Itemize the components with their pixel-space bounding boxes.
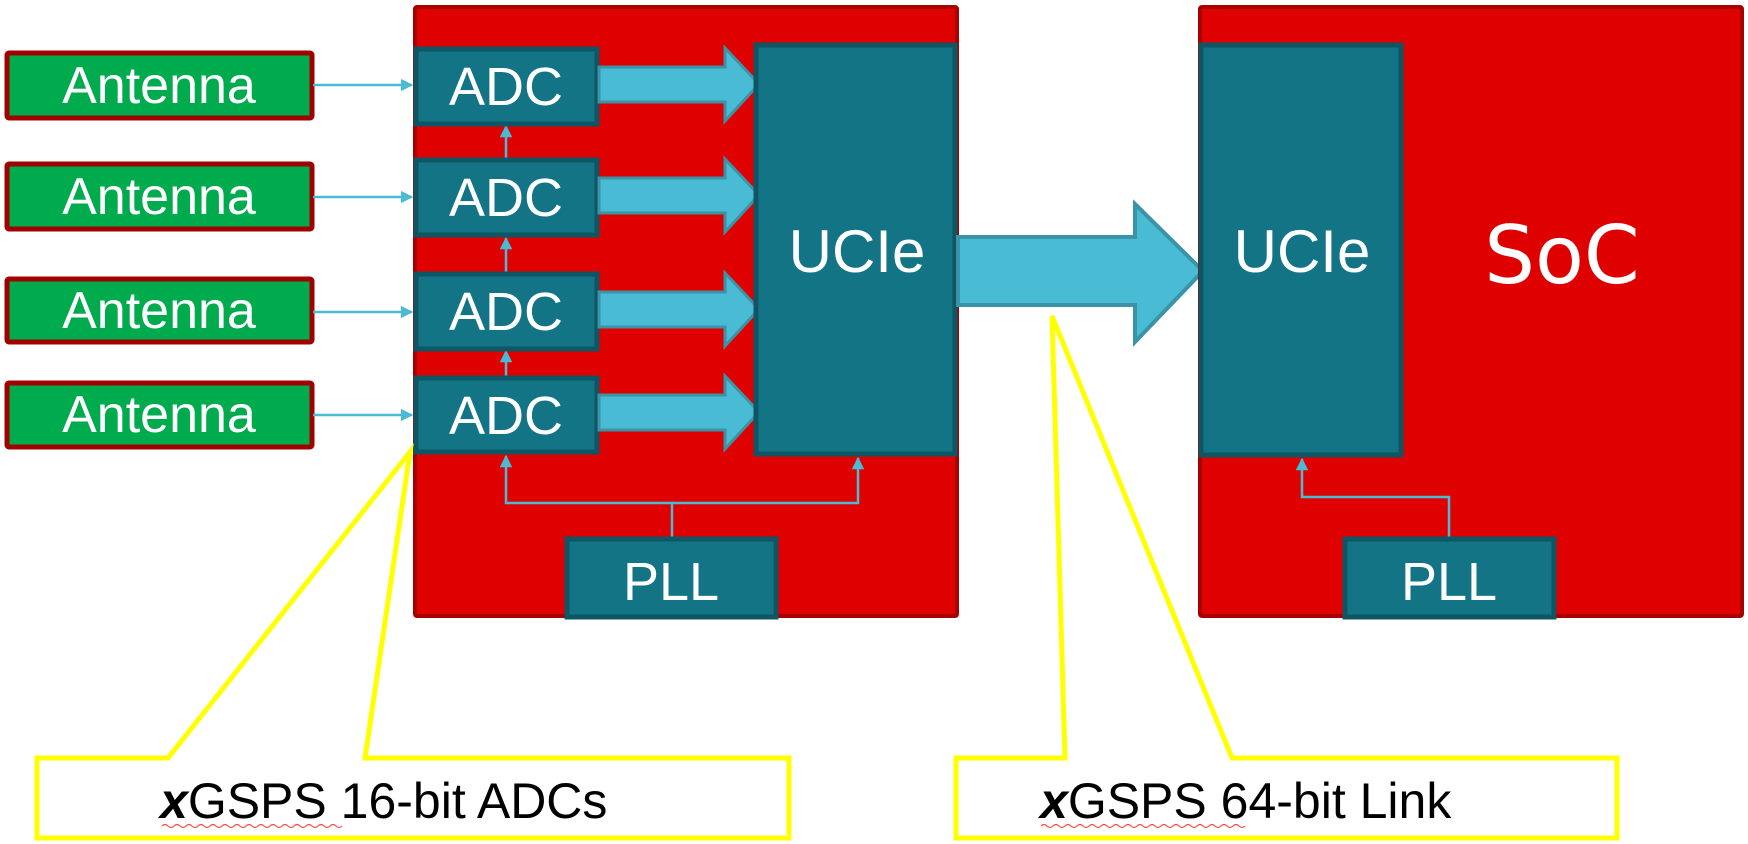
pll-clock-to-soc-ucie <box>1295 457 1451 537</box>
adc-block-4: ADC <box>413 375 600 455</box>
spellcheck-underline <box>1040 823 1246 829</box>
spellcheck-underline <box>161 823 343 829</box>
pll-label: PLL <box>1401 552 1497 612</box>
pll-clock-to-ucie <box>672 456 865 505</box>
ucie-block-adc-chip: UCIe <box>753 42 958 457</box>
data-arrow-2 <box>597 155 762 236</box>
data-arrow-3 <box>597 269 762 350</box>
antenna-label: Antenna <box>62 168 256 226</box>
adc-label: ADC <box>449 57 563 117</box>
adc-label: ADC <box>449 168 563 228</box>
data-arrow-4 <box>597 372 762 453</box>
callout-link-spec: xGSPS 64-bit Link <box>953 315 1620 841</box>
antenna-label: Antenna <box>62 57 256 115</box>
ucie-label: UCIe <box>789 218 926 285</box>
callout-adc-spec: xGSPS 16-bit ADCs <box>34 443 792 841</box>
pll-block-soc: PLL <box>1342 536 1557 620</box>
antenna-label: Antenna <box>62 282 256 340</box>
callout-adc-text: xGSPS 16-bit ADCs <box>157 773 607 829</box>
adc-block-1: ADC <box>413 46 600 127</box>
antenna-block-2: Antenna <box>4 161 315 232</box>
antenna-block-1: Antenna <box>4 50 315 121</box>
callout-link-text: xGSPS 64-bit Link <box>1037 773 1452 829</box>
ucie-block-soc: UCIe <box>1198 42 1404 458</box>
antenna-label: Antenna <box>62 386 256 444</box>
ucie-label: UCIe <box>1234 218 1371 285</box>
data-arrow-1 <box>597 44 762 125</box>
adc-label: ADC <box>449 282 563 342</box>
pll-clock-to-adc <box>499 454 674 537</box>
callout-body: GSPS 16-bit ADCs <box>188 773 608 829</box>
adc-block-2: ADC <box>413 157 600 238</box>
adc-to-ucie-data-arrows <box>597 44 762 453</box>
callout-body: GSPS 64-bit Link <box>1068 773 1453 829</box>
adc-block-3: ADC <box>413 271 600 352</box>
callout-variable: x <box>157 773 190 829</box>
pll-label: PLL <box>623 552 719 612</box>
antenna-block-3: Antenna <box>4 276 315 345</box>
ucie-link-arrow <box>956 199 1206 347</box>
adc-label: ADC <box>449 386 563 446</box>
callout-variable: x <box>1037 773 1070 829</box>
soc-title: SoC <box>1484 209 1640 302</box>
pll-block-adc-chip: PLL <box>564 536 779 620</box>
antenna-block-4: Antenna <box>4 380 315 450</box>
